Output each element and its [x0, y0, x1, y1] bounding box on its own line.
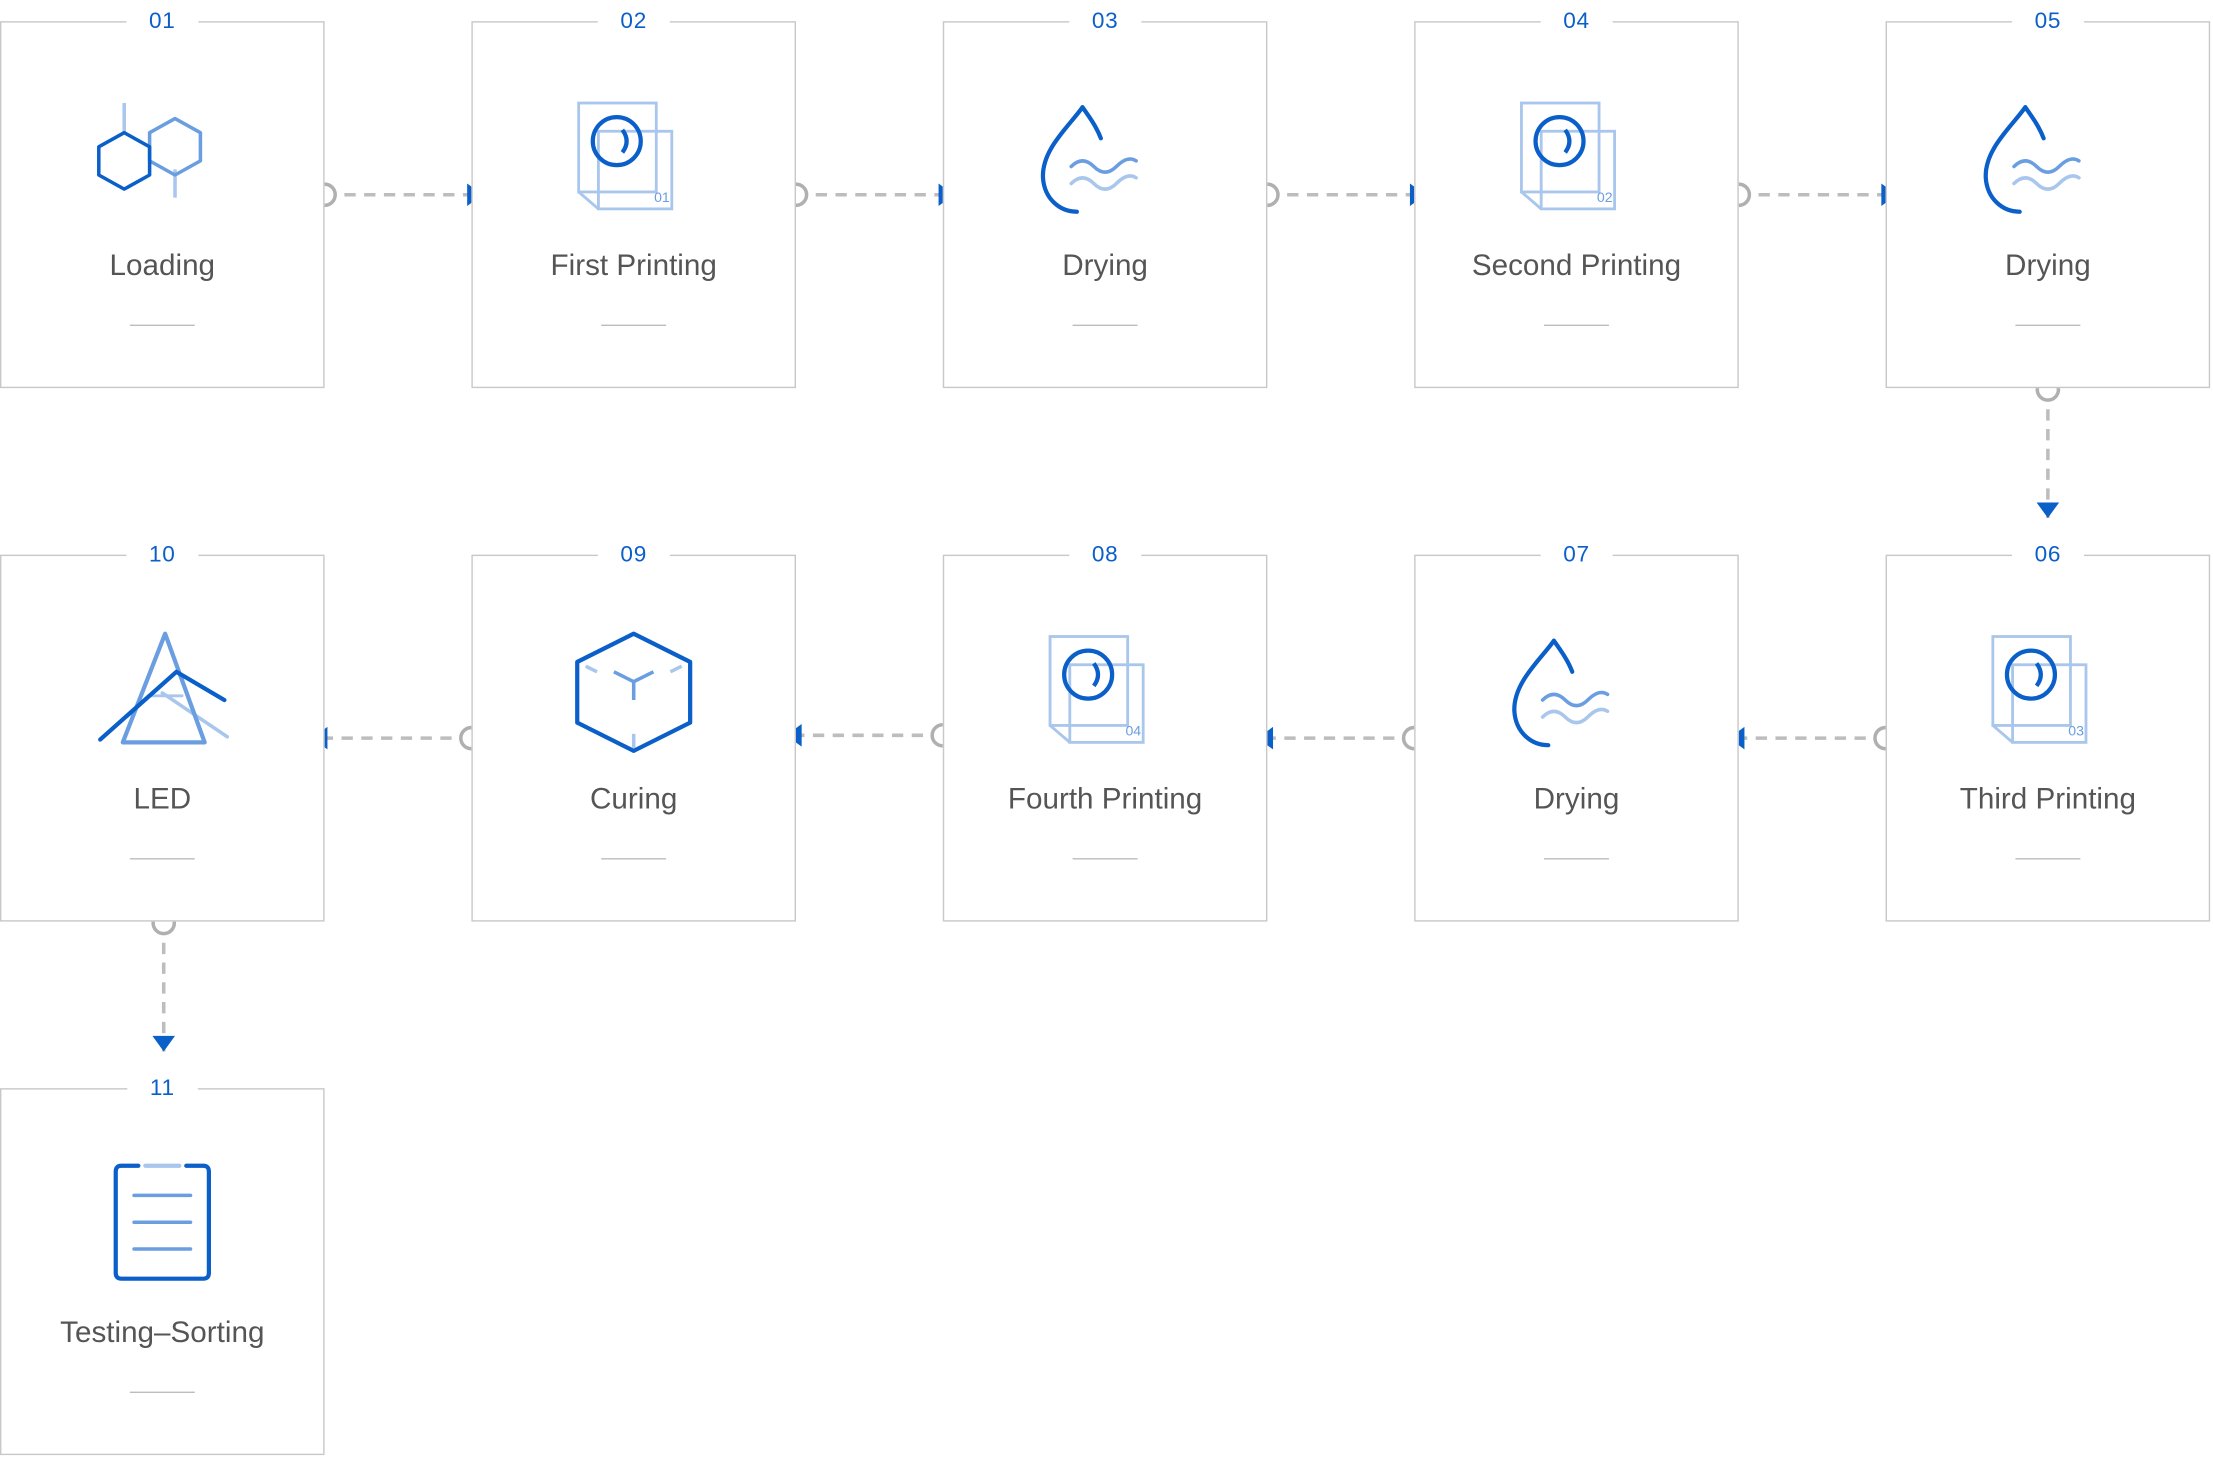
hexagon-molecule-icon: [97, 103, 203, 198]
step-card-testing-sorting: 11 Testing–Sorting: [0, 1076, 325, 1456]
step-label: Loading: [109, 249, 216, 283]
step-label: First Printing: [550, 249, 717, 283]
print-sheet-icon: 01: [577, 101, 674, 211]
step-label: Drying: [1533, 783, 1620, 816]
divider: [1072, 324, 1138, 327]
step-number: 01: [126, 9, 199, 36]
cube-icon: [575, 631, 693, 753]
step-card-loading: 01 Loading: [0, 9, 325, 389]
clipboard-list-icon: [113, 1163, 211, 1281]
divider: [601, 858, 667, 860]
step-number: 06: [2012, 543, 2084, 569]
divider: [2015, 858, 2081, 860]
step-label: Fourth Printing: [1007, 783, 1203, 816]
step-number: 05: [2012, 9, 2084, 36]
arrow-head: [152, 1035, 176, 1052]
step-number: 07: [1540, 543, 1613, 569]
divider: [1072, 858, 1138, 860]
step-number: 09: [597, 543, 670, 569]
step-card-third-printing: 06 03 Third Printing: [1885, 543, 2211, 922]
divider: [601, 324, 667, 327]
sheet-number: 03: [2068, 722, 2084, 738]
print-sheet-icon: 03: [1991, 635, 2088, 744]
water-drop-icon: [1983, 105, 2081, 214]
divider: [2015, 324, 2081, 327]
divider: [129, 1391, 195, 1394]
step-card-first-printing: 02 01 First Printing: [471, 9, 797, 389]
divider: [1544, 324, 1609, 327]
sheet-number: 01: [654, 189, 670, 205]
step-card-drying: 07 Drying: [1414, 543, 1739, 922]
arrow-head: [2036, 502, 2060, 518]
prism-light-icon: [98, 631, 229, 745]
step-label: Testing–Sorting: [60, 1316, 265, 1350]
step-number: 10: [126, 543, 199, 569]
step-card-drying: 05 Drying: [1885, 9, 2211, 389]
step-number: 04: [1540, 9, 1613, 36]
step-number: 02: [597, 9, 670, 36]
divider: [1544, 858, 1609, 860]
divider: [129, 858, 195, 860]
step-label: Drying: [1062, 249, 1148, 283]
step-number: 08: [1069, 543, 1141, 569]
step-label: Second Printing: [1471, 249, 1682, 283]
step-card-fourth-printing: 08 04 Fourth Printing: [942, 543, 1268, 922]
print-sheet-icon: 04: [1048, 635, 1145, 744]
print-sheet-icon: 02: [1520, 101, 1616, 211]
step-label: Third Printing: [1959, 783, 2136, 816]
step-label: Curing: [590, 783, 678, 816]
step-number: 03: [1069, 9, 1141, 36]
sheet-number: 02: [1597, 189, 1613, 205]
divider: [129, 324, 195, 327]
step-card-drying: 03 Drying: [942, 9, 1268, 389]
water-drop-icon: [1512, 638, 1610, 748]
step-number: 11: [127, 1076, 198, 1103]
step-label: Drying: [2005, 249, 2091, 283]
step-card-second-printing: 04 02 Second Printing: [1414, 9, 1739, 389]
water-drop-icon: [1040, 105, 1138, 214]
sheet-number: 04: [1125, 722, 1141, 738]
step-label: LED: [133, 783, 192, 816]
step-card-curing: 09 Curing: [471, 543, 797, 922]
step-card-led: 10 LED: [0, 543, 325, 922]
